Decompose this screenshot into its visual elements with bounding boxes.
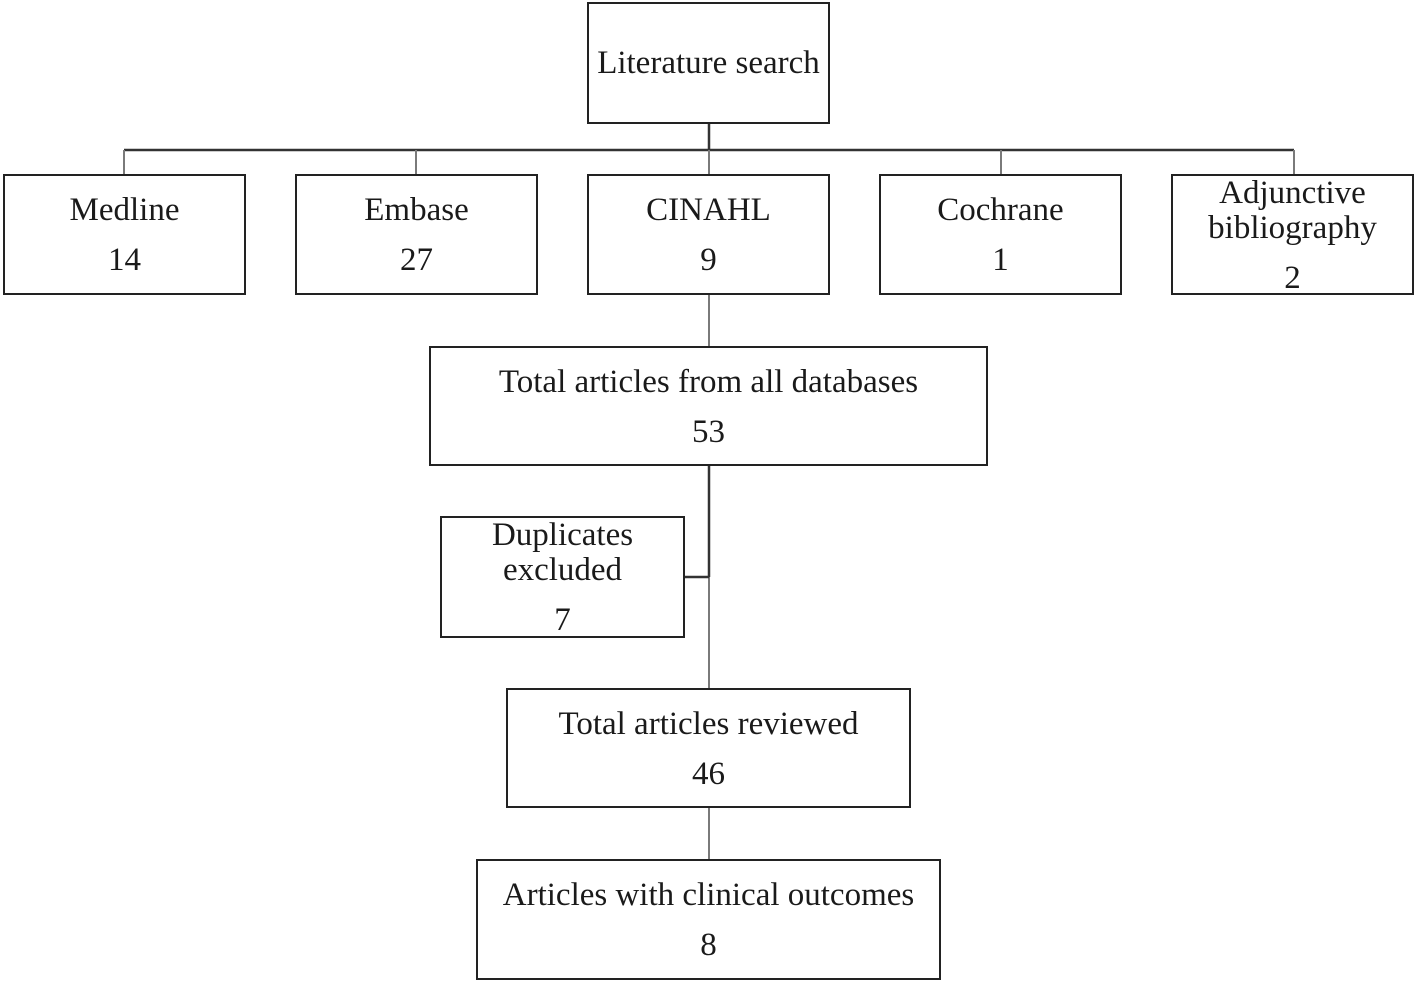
total-reviewed-box: Total articles reviewed 46 (506, 688, 911, 808)
duplicates-excluded-box: Duplicates excluded 7 (440, 516, 685, 638)
literature-search-box: Literature search (587, 2, 830, 124)
source-count-embase: 27 (400, 242, 433, 278)
total-articles-box: Total articles from all databases 53 (429, 346, 988, 466)
source-count-cinahl: 9 (700, 242, 717, 278)
source-label-embase: Embase (364, 192, 469, 228)
source-box-medline: Medline 14 (3, 174, 246, 295)
duplicates-excluded-count: 7 (554, 602, 571, 638)
source-box-embase: Embase 27 (295, 174, 538, 295)
clinical-outcomes-label: Articles with clinical outcomes (502, 877, 915, 913)
source-label-adjunctive-bibliography: Adjunctive bibliography (1208, 175, 1377, 246)
source-count-adjunctive-bibliography: 2 (1284, 260, 1301, 296)
source-count-cochrane: 1 (992, 242, 1009, 278)
source-label-cinahl: CINAHL (646, 192, 771, 228)
clinical-outcomes-box: Articles with clinical outcomes 8 (476, 859, 941, 980)
total-reviewed-label: Total articles reviewed (558, 706, 859, 742)
source-label-medline: Medline (69, 192, 180, 228)
total-articles-count: 53 (692, 414, 725, 450)
literature-search-label: Literature search (597, 45, 820, 81)
source-box-cochrane: Cochrane 1 (879, 174, 1122, 295)
source-label-cochrane: Cochrane (937, 192, 1064, 228)
source-count-medline: 14 (108, 242, 141, 278)
total-articles-label: Total articles from all databases (498, 364, 919, 400)
source-box-adjunctive-bibliography: Adjunctive bibliography 2 (1171, 174, 1414, 296)
duplicates-excluded-label: Duplicates excluded (491, 517, 634, 588)
clinical-outcomes-count: 8 (700, 927, 717, 963)
source-box-cinahl: CINAHL 9 (587, 174, 830, 295)
total-reviewed-count: 46 (692, 756, 725, 792)
